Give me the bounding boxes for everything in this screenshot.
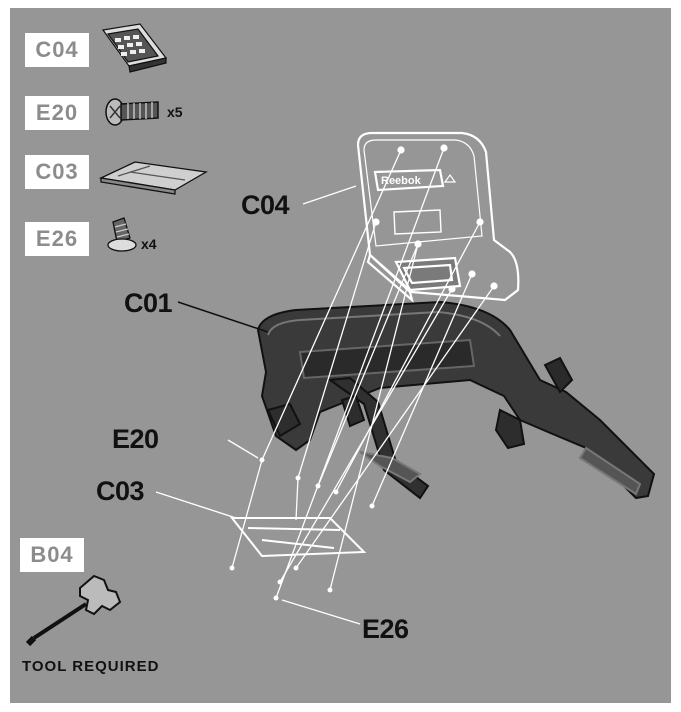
callout-frame: C01 (124, 288, 173, 318)
screw-e20-icon (105, 98, 159, 126)
frame-leader (177, 301, 269, 333)
legend-code-c03: C03 (25, 155, 89, 189)
callout-screw-large: E20 (112, 424, 159, 454)
legend-code-e26: E26 (25, 222, 89, 256)
legend-code-c04: C04 (25, 33, 89, 67)
callout-console: C04 (241, 190, 290, 220)
screw-points (229, 457, 375, 601)
screw-e26-icon (107, 217, 137, 252)
tool-code-b04: B04 (20, 538, 84, 572)
console-part: Reebok (356, 131, 520, 304)
cover-plate-part (229, 517, 367, 558)
console-brand-text: Reebok (381, 175, 422, 187)
console-icon (101, 23, 168, 73)
legend-qty-e26: x4 (141, 236, 157, 252)
legend-code-e20: E20 (25, 96, 89, 130)
callout-screw-small: E26 (362, 614, 409, 644)
assembly-guide-lines (231, 147, 495, 599)
frame-part (256, 300, 656, 500)
cover-plate-icon (98, 161, 208, 195)
callout-leaders (155, 185, 361, 625)
tool-required-label: TOOL REQUIRED (22, 658, 160, 675)
multi-tool-icon (25, 574, 122, 647)
callout-cover: C03 (96, 476, 145, 506)
legend-qty-e20: x5 (167, 104, 183, 120)
